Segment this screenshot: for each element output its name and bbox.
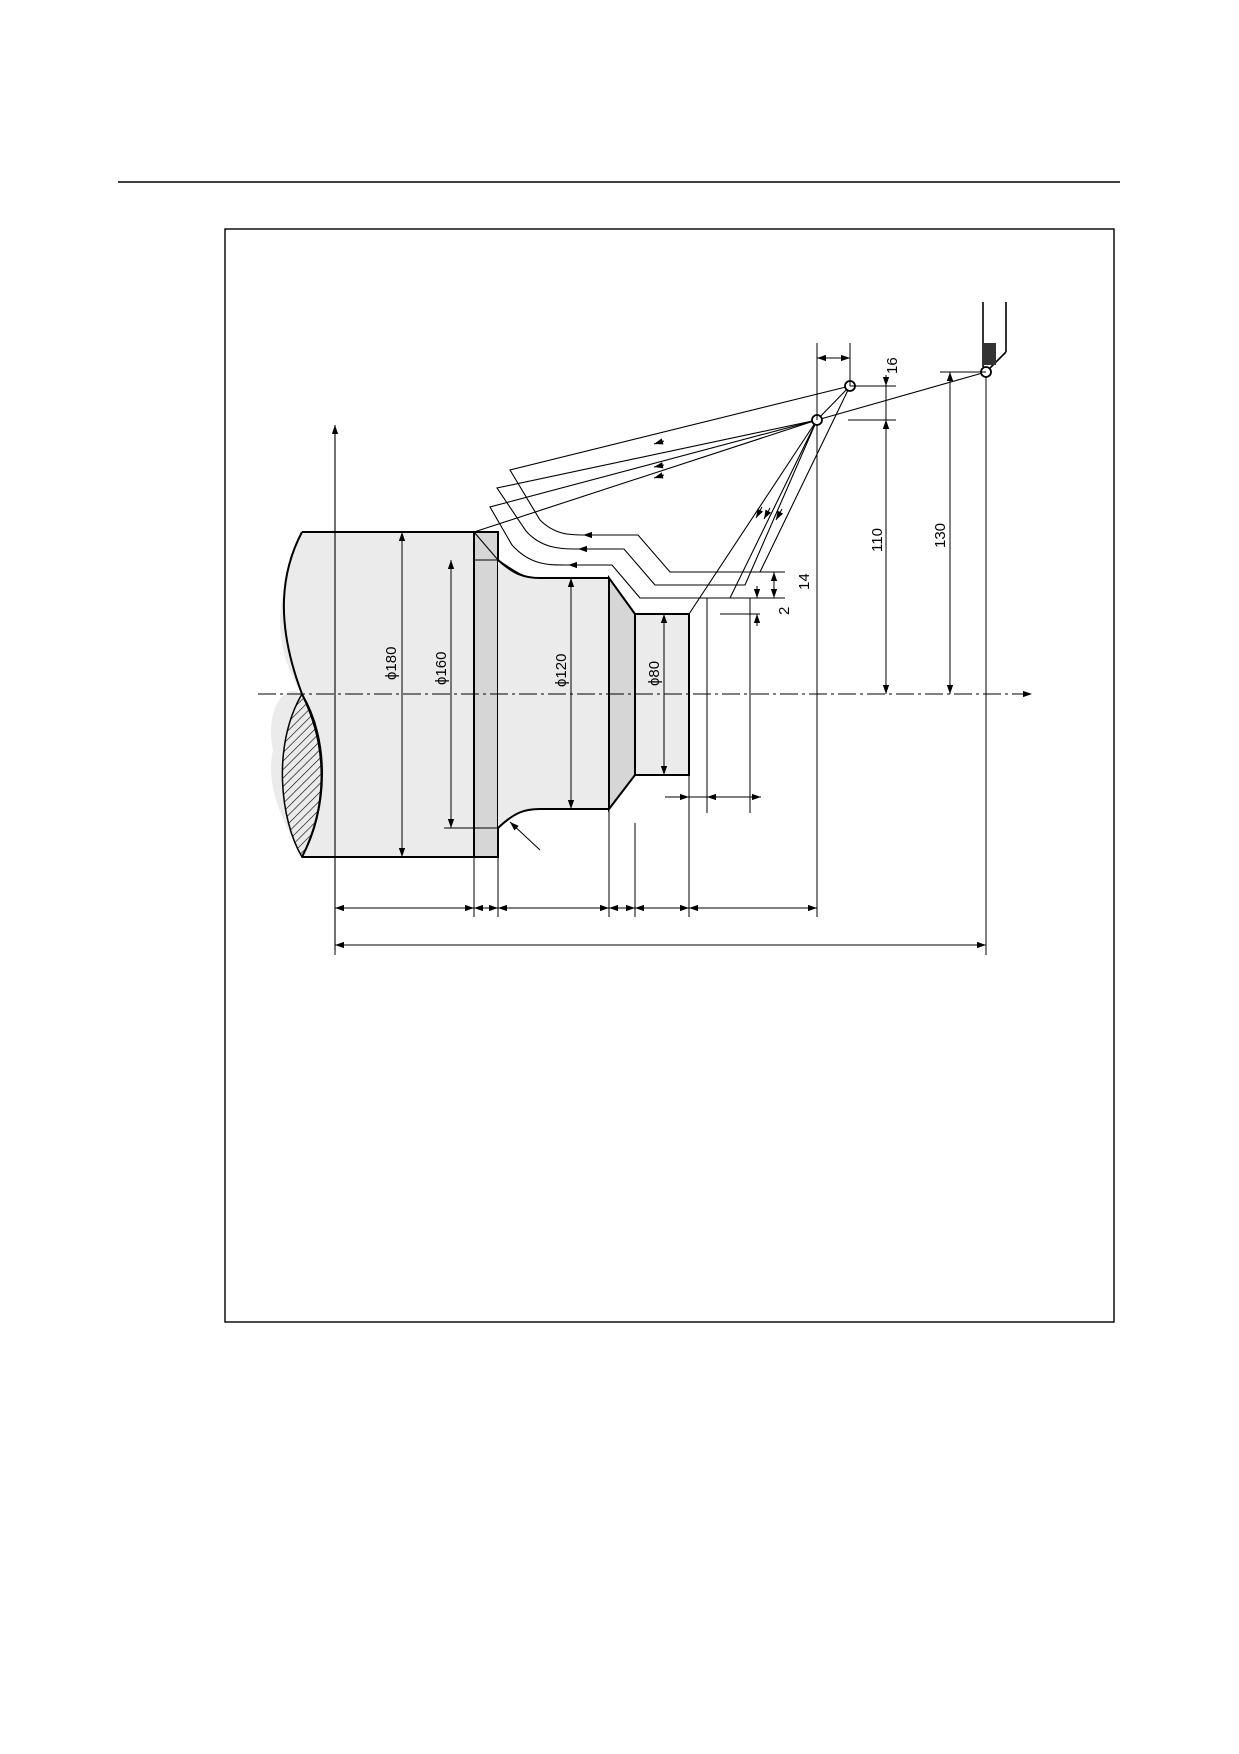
figure-frame [224,228,1115,1323]
label-d80: ϕ80 [646,661,663,686]
diameter-dims [398,532,668,857]
pass-1 [509,385,851,573]
label-130: 130 [932,523,949,548]
label-110: 110 [869,528,886,552]
tool-paths [473,371,987,615]
label-16: 16 [884,357,901,374]
x-dimensions [665,343,987,955]
label-d180: ϕ180 [383,647,400,680]
path-direction-arrows [568,438,784,569]
cutting-tool [982,302,1007,369]
z-dimensions [334,425,986,955]
label-d120: ϕ120 [553,654,570,687]
finish-pass [473,419,818,615]
label-d160: ϕ160 [433,652,450,685]
pass-3 [489,419,818,599]
pass-2 [496,419,818,586]
label-2: 2 [776,607,793,615]
label-14: 14 [796,573,813,590]
